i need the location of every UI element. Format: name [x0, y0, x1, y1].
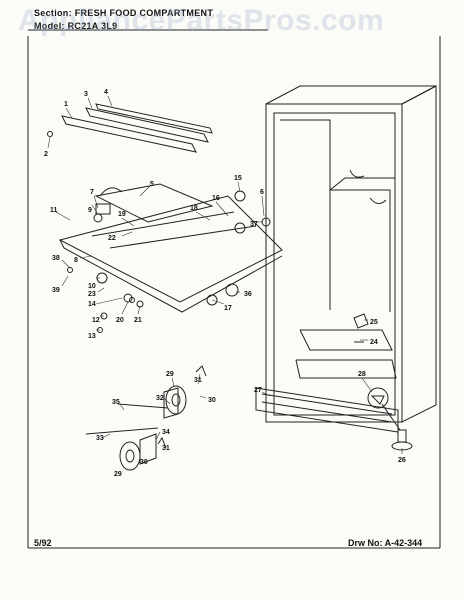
section-title: Section: FRESH FOOD COMPARTMENT	[34, 8, 214, 18]
callout-26: 26	[398, 457, 406, 464]
callout-36: 36	[244, 291, 252, 298]
callout-25: 25	[370, 319, 378, 326]
callout-34: 34	[162, 429, 170, 436]
cabinet-part	[265, 85, 437, 423]
leveling-leg-part	[367, 387, 413, 451]
callout-15: 15	[234, 175, 242, 182]
control-housing-part	[94, 183, 214, 223]
callout-20: 20	[116, 317, 124, 324]
callout-31-lower: 31	[162, 445, 170, 452]
callout-30-lower: 30	[140, 459, 148, 466]
callout-22: 22	[108, 235, 116, 242]
callout-13: 13	[88, 333, 96, 340]
callout-10: 10	[88, 283, 96, 290]
callout-18: 18	[190, 205, 198, 212]
callout-31-upper: 31	[194, 377, 202, 384]
callout-29-upper: 29	[166, 371, 174, 378]
callout-17: 17	[224, 305, 232, 312]
callout-35: 35	[112, 399, 120, 406]
callout-3: 3	[84, 91, 88, 98]
callout-33: 33	[96, 435, 104, 442]
callout-7: 7	[90, 189, 94, 196]
shelf-bracket-parts	[353, 313, 369, 343]
callout-16: 16	[212, 195, 220, 202]
callout-30-upper: 30	[208, 397, 216, 404]
callout-14: 14	[88, 301, 96, 308]
callout-6: 6	[260, 189, 264, 196]
callout-21: 21	[134, 317, 142, 324]
callout-12: 12	[92, 317, 100, 324]
callout-1: 1	[64, 101, 68, 108]
callout-11: 11	[50, 207, 58, 214]
callout-2: 2	[44, 151, 48, 158]
callout-5: 5	[150, 181, 154, 188]
leader-lines	[47, 95, 403, 454]
hardware-parts	[47, 131, 271, 333]
callout-29-lower: 29	[114, 471, 122, 478]
trim-strip-part	[61, 103, 213, 153]
callout-37: 37	[250, 221, 258, 228]
caster-assembly-part	[85, 365, 207, 471]
callout-8: 8	[74, 257, 78, 264]
callout-4: 4	[104, 89, 108, 96]
callout-39: 39	[52, 287, 60, 294]
footer-drawing-number: Drw No: A-42-344	[348, 538, 423, 548]
callout-labels: 1 2 3 4 5 6 7 8 9 10 11 12 13 14 15 16 1…	[44, 89, 406, 478]
callout-28: 28	[358, 371, 366, 378]
callout-24: 24	[370, 339, 378, 346]
footer-date: 5/92	[34, 538, 52, 548]
grille-part	[255, 387, 399, 433]
callout-38: 38	[52, 255, 60, 262]
callout-19: 19	[118, 211, 126, 218]
callout-32: 32	[156, 395, 164, 402]
callout-27: 27	[254, 387, 262, 394]
callout-23: 23	[88, 291, 96, 298]
callout-9: 9	[88, 207, 92, 214]
model-title: Model: RC21A 3L9	[34, 21, 118, 31]
